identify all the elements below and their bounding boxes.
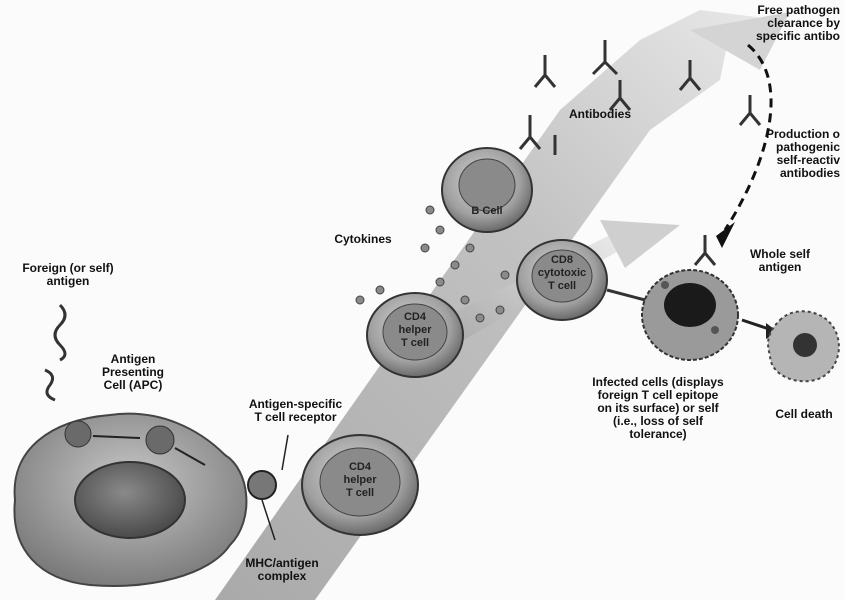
- cd4-helper-t-cell-lower: CD4 helper T cell: [302, 435, 418, 535]
- apc-label: Antigen Presenting Cell (APC): [88, 353, 178, 392]
- cd8-label-3: T cell: [548, 280, 576, 292]
- antibodies-label: Antibodies: [560, 108, 640, 121]
- apc-nucleus: [75, 462, 185, 538]
- tcr-label: Antigen-specific T cell receptor: [233, 398, 358, 424]
- cd4-upper-label-1: CD4: [404, 311, 427, 323]
- tcr-line: [282, 435, 288, 470]
- foreign-antigen-label: Foreign (or self) antigen: [8, 262, 128, 288]
- cd4-upper-label-3: T cell: [401, 337, 429, 349]
- apc-vesicle-2: [146, 426, 174, 454]
- cd4-lower-label-3: T cell: [346, 487, 374, 499]
- apc-vesicle-1: [65, 421, 91, 447]
- infected-cells-label: Infected cells (displays foreign T cell …: [568, 376, 748, 441]
- mhc-complex: [248, 471, 276, 499]
- foreign-antigen-squiggle-1: [55, 305, 65, 360]
- mhc-complex-label: MHC/antigen complex: [232, 557, 332, 583]
- cd4-lower-label-2: helper: [343, 474, 377, 486]
- foreign-antigen-squiggle-2: [45, 370, 55, 400]
- infected-cell: [642, 270, 738, 360]
- cd4-helper-t-cell-upper: CD4 helper T cell: [367, 293, 463, 377]
- cell-death-label: Cell death: [765, 408, 843, 421]
- cd8-cytotoxic-t-cell: CD8 cytotoxic T cell: [517, 240, 607, 320]
- dead-cell: [768, 311, 839, 381]
- free-pathogen-label: Free pathogen clearance by specific anti…: [690, 4, 840, 43]
- production-label: Production o pathogenic self-reactiv ant…: [740, 128, 840, 180]
- cd8-to-infected-connector: [607, 290, 645, 300]
- cd4-upper-label-2: helper: [398, 324, 432, 336]
- cd8-label-1: CD8: [551, 254, 573, 266]
- whole-self-antigen-label: Whole self antigen: [735, 248, 825, 274]
- cd8-label-2: cytotoxic: [538, 267, 586, 279]
- b-cell-label: B Cell: [471, 205, 502, 217]
- cytokines-label: Cytokines: [318, 233, 408, 246]
- cd4-lower-label-1: CD4: [349, 461, 372, 473]
- b-cell: B Cell: [442, 148, 532, 232]
- dashed-arrow-head: [716, 222, 735, 248]
